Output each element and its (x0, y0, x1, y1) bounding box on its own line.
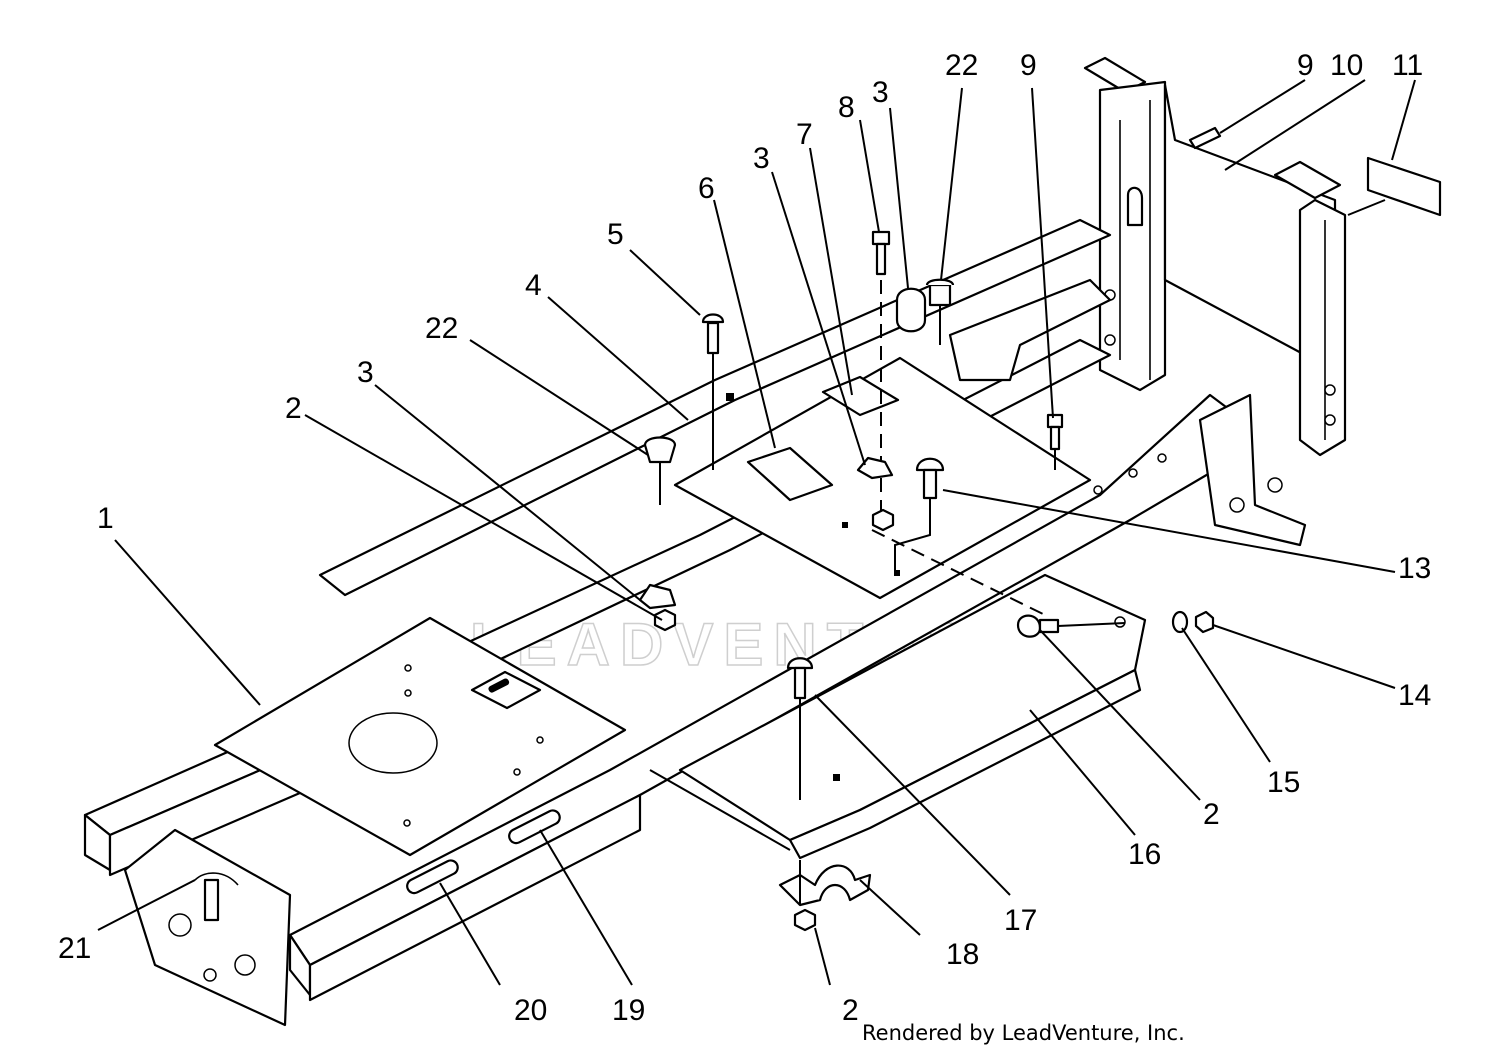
decal-11 (1366, 156, 1442, 217)
callout-9: 9 (1297, 49, 1314, 82)
callout-4: 4 (525, 269, 542, 302)
credit-text: Rendered by LeadVenture, Inc. (862, 1021, 1185, 1045)
callout-17: 17 (1004, 904, 1037, 937)
callout-20: 20 (514, 994, 547, 1027)
callout-6: 6 (698, 172, 715, 205)
callouts: 1 2 3 22 4 5 6 3 7 8 3 22 9 9 10 11 13 1… (58, 49, 1431, 1027)
clamp-18 (778, 864, 872, 907)
callout-3: 3 (357, 356, 374, 389)
callout-21: 21 (58, 932, 91, 965)
callout-7: 7 (796, 118, 813, 151)
hardware (638, 126, 1222, 932)
callout-13: 13 (1398, 552, 1431, 585)
floor-pan (673, 356, 1092, 600)
leader-lines (97, 79, 1416, 986)
rear-bracket (1083, 56, 1347, 457)
mounting-plate (213, 616, 627, 857)
callout-9: 9 (1020, 49, 1037, 82)
footrest-16 (649, 573, 1147, 860)
callout-1: 1 (97, 502, 114, 535)
callout-2: 2 (842, 994, 859, 1027)
callout-22: 22 (945, 49, 978, 82)
callout-3: 3 (753, 142, 770, 175)
callout-14: 14 (1398, 679, 1431, 712)
callout-5: 5 (607, 218, 624, 251)
callout-2: 2 (285, 392, 302, 425)
callout-19: 19 (612, 994, 645, 1027)
front-bracket (123, 828, 292, 1027)
callout-2: 2 (1203, 798, 1220, 831)
callout-10: 10 (1330, 49, 1363, 82)
callout-22: 22 (425, 312, 458, 345)
callout-3: 3 (872, 76, 889, 109)
callout-18: 18 (946, 938, 979, 971)
callout-8: 8 (838, 91, 855, 124)
callout-15: 15 (1267, 766, 1300, 799)
callout-16: 16 (1128, 838, 1161, 871)
callout-11: 11 (1392, 49, 1423, 82)
